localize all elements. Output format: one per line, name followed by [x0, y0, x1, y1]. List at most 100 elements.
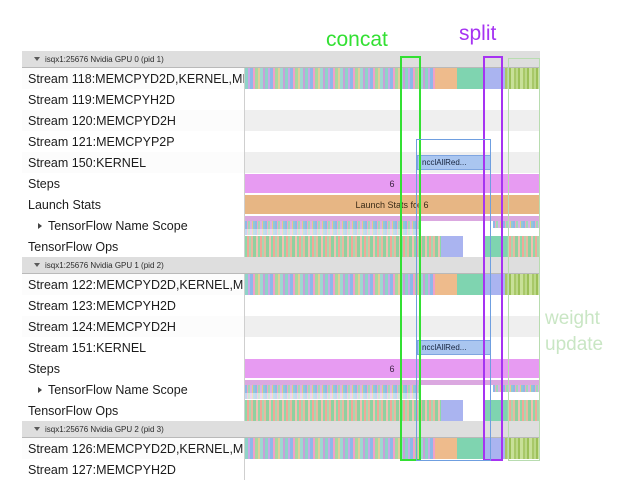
namescope-bar-dense	[245, 221, 420, 229]
track-row[interactable]: Stream 123:MEMCPYH2D	[22, 295, 540, 316]
chevron-down-icon[interactable]	[34, 57, 40, 61]
track-row-label-text: Steps	[28, 176, 60, 191]
track-row-label: TensorFlow Name Scope	[22, 215, 245, 236]
steps-bar[interactable]: 6	[245, 174, 539, 193]
timeline-bar	[505, 438, 539, 459]
timeline-bar	[483, 274, 505, 295]
track-row-timeline[interactable]	[245, 379, 540, 400]
track-row-label-text: Stream 151:KERNEL	[28, 340, 147, 355]
track-row-label: Stream 127:MEMCPYH2D	[22, 459, 245, 480]
track-row-timeline[interactable]	[245, 68, 540, 89]
track-row[interactable]: Stream 151:KERNEL ncclAllRed...	[22, 337, 540, 358]
launch-stats-bar[interactable]: Launch Stats for 6	[245, 195, 539, 214]
track-row-timeline[interactable]	[245, 236, 540, 257]
chevron-right-icon[interactable]	[38, 386, 42, 393]
track-row-label: Stream 121:MEMCPYP2P	[22, 131, 245, 152]
namescope-bar-tail	[493, 385, 539, 392]
chevron-down-icon[interactable]	[34, 427, 40, 431]
track-row[interactable]: Steps 6	[22, 173, 540, 194]
track-row-label: Steps	[22, 173, 245, 194]
track-row-timeline[interactable]	[245, 215, 540, 236]
timeline-bar	[245, 400, 441, 421]
track-row[interactable]: Stream 118:MEMCPYD2D,KERNEL,MI	[22, 68, 540, 89]
track-row-label: Stream 122:MEMCPYD2D,KERNEL,MI	[22, 274, 245, 295]
track-row-timeline[interactable]	[245, 438, 540, 459]
track-row[interactable]: Stream 124:MEMCPYD2H	[22, 316, 540, 337]
track-row-timeline[interactable]	[245, 89, 540, 110]
timeline-bar	[441, 236, 463, 257]
track-row-timeline[interactable]: ncclAllRed...	[245, 152, 540, 173]
timeline-bar	[507, 400, 539, 421]
track-row-timeline[interactable]: ncclAllRed...	[245, 337, 540, 358]
track-row-timeline[interactable]	[245, 274, 540, 295]
timeline-bar	[245, 68, 457, 89]
timeline-bar	[245, 274, 457, 295]
timeline-bar	[507, 236, 539, 257]
track-row-label: TensorFlow Ops	[22, 236, 245, 257]
track-row-label: TensorFlow Ops	[22, 400, 245, 421]
chevron-right-icon[interactable]	[38, 222, 42, 229]
timeline-bar	[505, 68, 539, 89]
track-row-label-text: Stream 119:MEMCPYH2D	[28, 92, 176, 107]
track-row-timeline[interactable]	[245, 110, 540, 131]
track-row[interactable]: Stream 122:MEMCPYD2D,KERNEL,MI	[22, 274, 540, 295]
track-row-label-text: Stream 123:MEMCPYH2D	[28, 298, 176, 313]
steps-bar[interactable]: 6	[245, 359, 539, 378]
annotation-label-split: split	[459, 22, 497, 45]
group-header-1[interactable]: isqx1:25676 Nvidia GPU 1 (pid 2)	[22, 257, 540, 274]
track-row-timeline[interactable]	[245, 400, 540, 421]
track-row[interactable]: Steps 6	[22, 358, 540, 379]
timeline-bar	[457, 274, 483, 295]
trace-viewer-panel[interactable]: isqx1:25676 Nvidia GPU 0 (pid 1) Stream 1…	[22, 51, 540, 480]
track-row-label-text: Launch Stats	[28, 197, 101, 212]
weight-update-line-1: weight	[545, 308, 600, 329]
nccl-allreduce-bar[interactable]: ncclAllRed...	[417, 340, 491, 355]
track-row-label-text: Steps	[28, 361, 60, 376]
track-row[interactable]: TensorFlow Name Scope	[22, 215, 540, 236]
track-row-timeline[interactable]	[245, 459, 540, 480]
timeline-bar	[485, 236, 507, 257]
annotation-label-weight-update: weight update	[545, 306, 603, 358]
track-row-timeline[interactable]	[245, 316, 540, 337]
track-row-label-text: TensorFlow Ops	[28, 239, 119, 254]
timeline-bar	[441, 400, 463, 421]
chevron-down-icon[interactable]	[34, 263, 40, 267]
track-row-timeline[interactable]: 6	[245, 358, 540, 379]
timeline-bar	[457, 68, 483, 89]
track-row[interactable]: Stream 121:MEMCPYP2P	[22, 131, 540, 152]
track-row[interactable]: TensorFlow Ops	[22, 236, 540, 257]
timeline-bar	[245, 236, 441, 257]
track-row-label: TensorFlow Name Scope	[22, 379, 245, 400]
track-row-label-text: Stream 118:MEMCPYD2D,KERNEL,MI	[28, 71, 245, 86]
track-row-label-text: Stream 124:MEMCPYD2H	[28, 319, 176, 334]
timeline-bar	[435, 438, 457, 459]
timeline-bar	[483, 438, 505, 459]
track-row-label: Stream 126:MEMCPYD2D,KERNEL,MI	[22, 438, 245, 459]
track-row-timeline[interactable]: Launch Stats for 6	[245, 194, 540, 215]
track-row-timeline[interactable]: 6	[245, 173, 540, 194]
track-row[interactable]: TensorFlow Name Scope	[22, 379, 540, 400]
namescope-bar-tail	[493, 221, 539, 228]
track-row[interactable]: Launch Stats Launch Stats for 6	[22, 194, 540, 215]
track-row-label-text: Stream 121:MEMCPYP2P	[28, 134, 175, 149]
group-header-0[interactable]: isqx1:25676 Nvidia GPU 0 (pid 1)	[22, 51, 540, 68]
track-row[interactable]: TensorFlow Ops	[22, 400, 540, 421]
namescope-bar-top	[245, 216, 539, 221]
track-row-label-text: TensorFlow Name Scope	[48, 218, 188, 233]
track-row[interactable]: Stream 120:MEMCPYD2H	[22, 110, 540, 131]
track-row-timeline[interactable]	[245, 295, 540, 316]
track-row-label: Stream 119:MEMCPYH2D	[22, 89, 245, 110]
track-row[interactable]: Stream 119:MEMCPYH2D	[22, 89, 540, 110]
namescope-bar-sparse	[245, 229, 420, 235]
track-row-label-text: Stream 122:MEMCPYD2D,KERNEL,MI	[28, 277, 245, 292]
track-row[interactable]: Stream 127:MEMCPYH2D	[22, 459, 540, 480]
namescope-bar-top	[245, 380, 539, 385]
group-header-label: isqx1:25676 Nvidia GPU 1 (pid 2)	[45, 260, 164, 270]
group-header-label: isqx1:25676 Nvidia GPU 2 (pid 3)	[45, 424, 164, 434]
track-row[interactable]: Stream 126:MEMCPYD2D,KERNEL,MI	[22, 438, 540, 459]
track-row-timeline[interactable]	[245, 131, 540, 152]
group-header-label: isqx1:25676 Nvidia GPU 0 (pid 1)	[45, 54, 164, 64]
nccl-allreduce-bar[interactable]: ncclAllRed...	[417, 155, 491, 170]
group-header-2[interactable]: isqx1:25676 Nvidia GPU 2 (pid 3)	[22, 421, 540, 438]
